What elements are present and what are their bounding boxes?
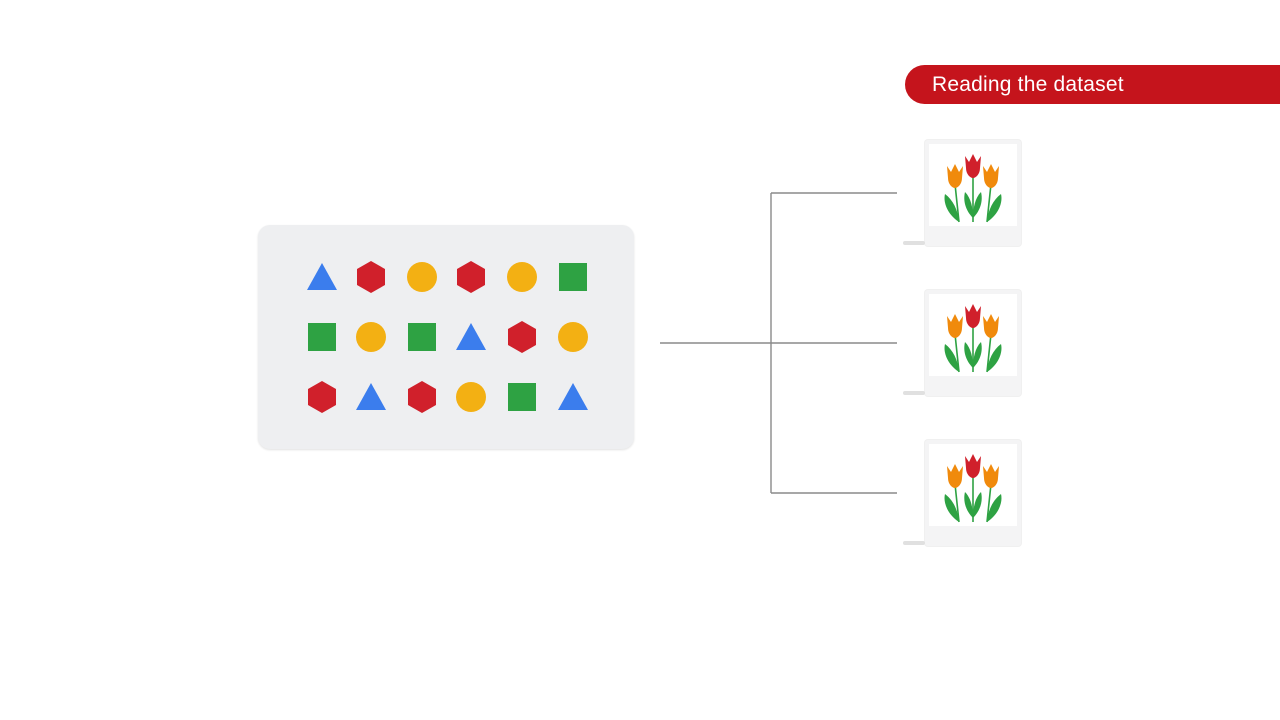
section-banner: Reading the dataset bbox=[905, 65, 1280, 104]
hexagon-icon bbox=[504, 319, 540, 355]
circle-icon bbox=[555, 319, 591, 355]
output-image-card bbox=[925, 290, 1021, 396]
triangle-icon bbox=[555, 379, 591, 415]
dataset-panel bbox=[258, 225, 634, 449]
card-shadow bbox=[903, 391, 925, 395]
square-icon bbox=[404, 319, 440, 355]
hexagon-icon bbox=[404, 379, 440, 415]
square-icon bbox=[555, 259, 591, 295]
output-image-card bbox=[925, 440, 1021, 546]
card-shadow bbox=[903, 541, 925, 545]
square-icon bbox=[504, 379, 540, 415]
circle-icon bbox=[404, 259, 440, 295]
hexagon-icon bbox=[353, 259, 389, 295]
square-icon bbox=[304, 319, 340, 355]
circle-icon bbox=[504, 259, 540, 295]
tulip-flowers-icon bbox=[929, 144, 1017, 226]
card-shadow bbox=[903, 241, 925, 245]
hexagon-icon bbox=[304, 379, 340, 415]
hexagon-icon bbox=[453, 259, 489, 295]
tulip-flowers-icon bbox=[929, 294, 1017, 376]
output-image-card bbox=[925, 140, 1021, 246]
triangle-icon bbox=[453, 319, 489, 355]
triangle-icon bbox=[304, 259, 340, 295]
circle-icon bbox=[453, 379, 489, 415]
circle-icon bbox=[353, 319, 389, 355]
banner-title: Reading the dataset bbox=[932, 73, 1124, 96]
triangle-icon bbox=[353, 379, 389, 415]
tulip-flowers-icon bbox=[929, 444, 1017, 526]
